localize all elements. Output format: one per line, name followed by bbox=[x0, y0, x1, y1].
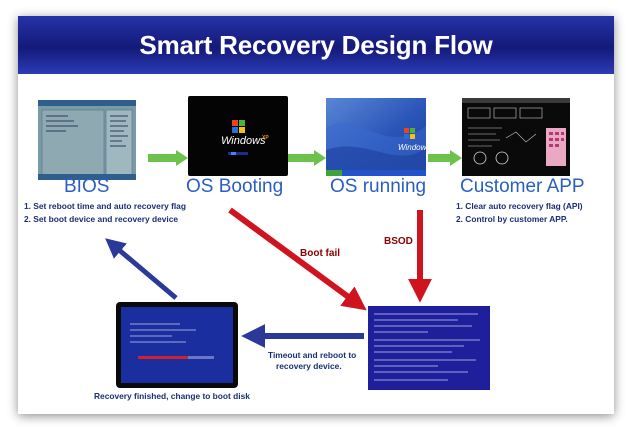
bios-note-1: 1. Set reboot time and auto recovery fla… bbox=[24, 201, 186, 211]
svg-text:XP: XP bbox=[262, 135, 269, 141]
os-booting-screenshot: Windows XP bbox=[188, 96, 288, 176]
app-note-2: 2. Control by customer APP. bbox=[456, 214, 568, 224]
os-running-screenshot: Windows bbox=[326, 98, 426, 176]
app-note-1: 1. Clear auto recovery flag (API) bbox=[456, 201, 583, 211]
stage-label-os-running: OS running bbox=[330, 176, 427, 197]
title-bar bbox=[18, 16, 614, 74]
recovery-finished-arrow bbox=[105, 238, 178, 300]
green-arrow-bios-to-booting bbox=[148, 150, 188, 166]
green-arrow-running-to-app bbox=[428, 150, 462, 166]
customer-app-screenshot bbox=[462, 98, 570, 176]
green-arrow-booting-to-running bbox=[288, 150, 326, 166]
boot-fail-arrow bbox=[228, 207, 367, 311]
stage-label-customer-app: Customer APP bbox=[460, 176, 585, 197]
recovery-screenshot bbox=[116, 302, 238, 388]
svg-text:Windows: Windows bbox=[398, 143, 426, 152]
slide-title: Smart Recovery Design Flow bbox=[139, 30, 493, 60]
bsod-screenshot bbox=[368, 306, 490, 390]
boot-fail-label: Boot fail bbox=[300, 248, 340, 259]
bios-screenshot bbox=[38, 100, 136, 180]
windows-logo-text: Windows bbox=[221, 135, 266, 147]
bios-notes: 1. Set reboot time and auto recovery fla… bbox=[24, 200, 214, 226]
stage-label-os-booting: OS Booting bbox=[186, 176, 284, 197]
app-notes: 1. Clear auto recovery flag (API) 2. Con… bbox=[456, 200, 606, 226]
bsod-label: BSOD bbox=[384, 236, 413, 247]
timeout-label: Timeout and reboot to recovery device. bbox=[268, 350, 357, 371]
bios-note-2: 2. Set boot device and recovery device bbox=[24, 214, 179, 224]
recovery-finished-label: Recovery finished, change to boot disk bbox=[94, 391, 250, 401]
stage-label-bios: BIOS bbox=[64, 176, 110, 197]
